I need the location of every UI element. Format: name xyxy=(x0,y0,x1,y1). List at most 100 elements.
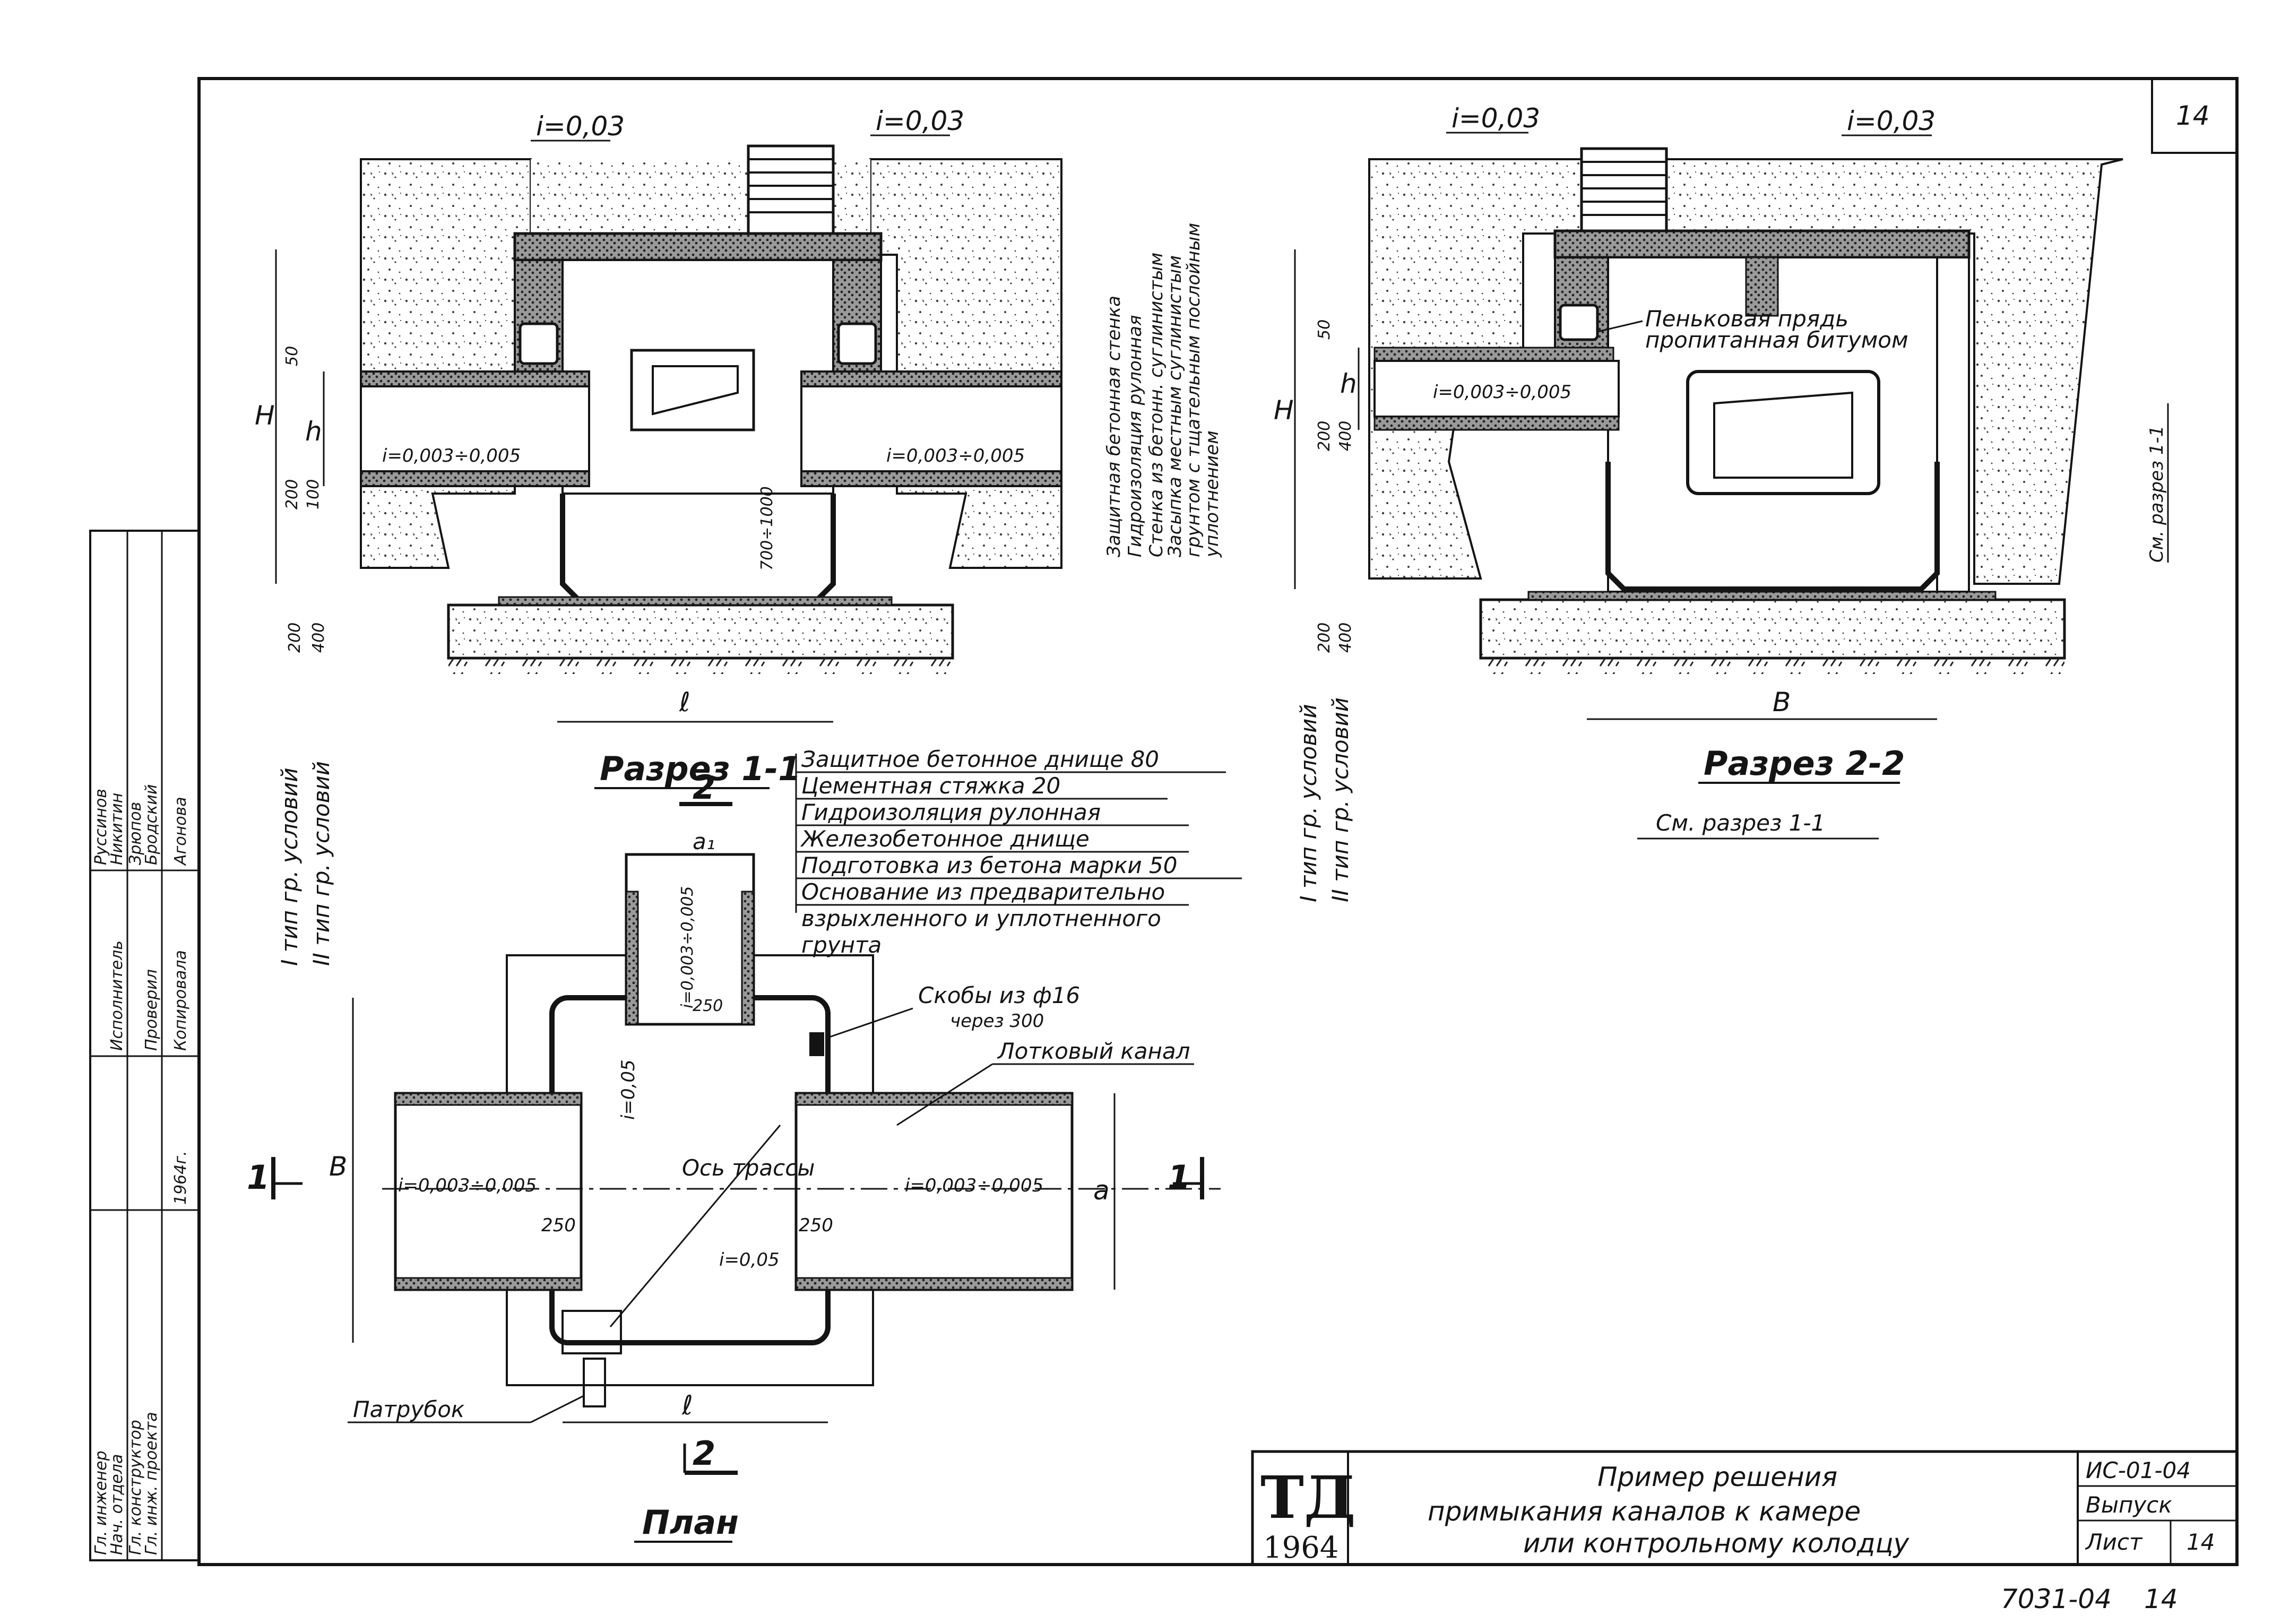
stamp-name-2: Никитин xyxy=(108,793,126,865)
plan-view: 1 1 2 2 B a a₁ ℓ i=0,003÷0,005 i=0,003÷0… xyxy=(247,768,1221,1543)
pipe-left-bottom xyxy=(360,470,590,487)
plan-dim-250-top: 250 xyxy=(693,997,723,1015)
stamp-year: 1964г. xyxy=(171,1151,190,1205)
pipe-slope-left: i=0,003÷0,005 xyxy=(382,445,521,467)
title-block-frame xyxy=(1251,1450,2239,1566)
pipe-slope-right: i=0,003÷0,005 xyxy=(886,445,1025,467)
plan-slope-right: i=0,003÷0,005 xyxy=(905,1175,1043,1196)
ground-label-1: I тип гр. условий xyxy=(277,767,303,966)
plan-brackets-1: Скобы из ф16 xyxy=(918,982,1080,1008)
stamp-name-5: Агонова xyxy=(171,797,190,866)
wall-label-1: Защитная бетонная стенка xyxy=(1103,296,1125,557)
side-stamp-frame xyxy=(89,530,200,1561)
section-1-1: i=0,03 i=0,03 i=0,003÷0,005 i=0,003÷0,00… xyxy=(255,106,1223,966)
s2-dim-200-b: 200 xyxy=(1315,623,1334,653)
plan-branch-pipe xyxy=(583,1358,606,1407)
logo: ТД xyxy=(1260,1463,1356,1532)
plan-branch-top-right-wall xyxy=(741,891,755,1025)
section-2-2: i=0,03 i=0,03 i=0,003÷0,005 Пеньковая пр… xyxy=(1274,103,2169,902)
plan-pipe-right xyxy=(794,1092,1074,1291)
roof-slab xyxy=(513,232,883,262)
s2-dim-50: 50 xyxy=(1315,319,1334,340)
plan-sump xyxy=(561,1310,622,1354)
s2-bracket xyxy=(1559,304,1599,341)
plan-dim-a1-label: a₁ xyxy=(693,828,715,854)
stamp-name-3: Зрюпов xyxy=(126,802,145,865)
s2-pipe-bottom xyxy=(1373,416,1620,431)
bottom-layers-note: Защитное бетонное днище 80 Цементная стя… xyxy=(795,746,1242,958)
s2-dim-H: H xyxy=(1274,395,1294,426)
wall-label-5: грунтом с тщательным послойным xyxy=(1183,223,1204,557)
layer-1: Защитное бетонное днище 80 xyxy=(801,746,1159,772)
sheet-number-box xyxy=(2151,77,2238,154)
tray-channel xyxy=(560,494,836,602)
bottom-number: 7031-04 xyxy=(2001,1584,2112,1614)
soil-strip xyxy=(448,658,953,674)
layer-4: Железобетонное днище xyxy=(800,826,1090,852)
plan-bracket-icon xyxy=(809,1032,824,1056)
plan-dim-250-left: 250 xyxy=(541,1215,576,1236)
layer-7: взрыхленного и уплотненного xyxy=(801,905,1161,931)
plan-slope-bottom: i=0,05 xyxy=(719,1249,780,1271)
stamp-row-7: Копировала xyxy=(171,950,190,1051)
manhole-ribs xyxy=(748,158,833,213)
pipe-left-body xyxy=(360,385,590,472)
plan-slope-top: i=0,003÷0,005 xyxy=(678,886,697,1008)
plan-pipe-right-bottom xyxy=(795,1277,1073,1291)
s2-wall-box-inner xyxy=(1713,391,1853,479)
logo-year: 1964 xyxy=(1263,1531,1339,1565)
cut-1-right: 1 xyxy=(1168,1158,1190,1197)
layer-8: грунта xyxy=(801,932,882,958)
wall-box-diagonal xyxy=(652,365,739,416)
dim-700-1000: 700÷1000 xyxy=(758,486,776,571)
wall-label-2: Гидроизоляция рулонная xyxy=(1125,315,1146,557)
dim-400-b: 400 xyxy=(309,623,328,653)
s2-dim-h: h xyxy=(1340,368,1357,399)
dim-200: 200 xyxy=(283,479,301,509)
cut-2-bottom: 2 xyxy=(693,1434,715,1473)
bracket-right xyxy=(837,322,877,365)
wall-label-6: уплотнением xyxy=(1202,430,1223,558)
s2-slope-left: i=0,03 xyxy=(1451,103,1540,134)
plan-title: План xyxy=(642,1503,739,1542)
dim-200-b: 200 xyxy=(286,623,304,653)
s2-dim-200: 200 xyxy=(1315,421,1334,451)
stamp-row-1: Гл. инженер xyxy=(92,1450,110,1555)
title-line-3: или контрольному колодцу xyxy=(1523,1528,1910,1559)
section-1-1-title: Разрез 1-1 xyxy=(600,749,801,788)
plan-brackets-2: через 300 xyxy=(950,1010,1044,1032)
stamp-row-2: Нач. отдела xyxy=(108,1454,126,1555)
dim-100: 100 xyxy=(304,479,323,509)
s2-see-section-side: См. разрез 1-1 xyxy=(2146,426,2167,563)
plan-dim-a-label: a xyxy=(1093,1175,1110,1206)
cut-1-left: 1 xyxy=(247,1158,270,1197)
stamp-row-6: Проверил xyxy=(142,969,161,1051)
plan-dim-250-right: 250 xyxy=(799,1215,833,1236)
title-block: ТД 1964 Пример решения примыкания канало… xyxy=(1251,1450,2239,1566)
s2-dim-400: 400 xyxy=(1336,421,1355,451)
plan-axis-label: Ось трассы xyxy=(682,1155,815,1181)
plan-branch-pipe-leader xyxy=(530,1395,584,1423)
title-line-2: примыкания каналов к камере xyxy=(1428,1496,1861,1527)
plan-pipe-right-top xyxy=(795,1092,1073,1106)
plan-pipe-left-top xyxy=(394,1092,582,1106)
s2-hemp-2: пропитанная битумом xyxy=(1645,327,1908,353)
s2-tray xyxy=(1605,462,1940,592)
sheet-number: 14 xyxy=(2176,100,2210,131)
side-stamp: Гл. инженер Нач. отдела Гл. конструктор … xyxy=(89,530,200,1561)
stamp-name-4: Бродский xyxy=(142,784,161,865)
s2-pipe-top xyxy=(1373,347,1614,362)
plan-dim-B-label: B xyxy=(329,1151,347,1182)
dim-H: H xyxy=(255,400,275,431)
pipe-right-bottom xyxy=(800,470,1062,487)
wall-label-4: Засыпка местным суглинистым xyxy=(1164,255,1186,557)
base-waterproof xyxy=(498,596,893,606)
s2-roof xyxy=(1553,229,1971,259)
s2-ground-label-1: I тип гр. условий xyxy=(1295,704,1321,902)
s2-dim-400-b: 400 xyxy=(1336,623,1355,653)
stamp-row-4: Гл. инж. проекта xyxy=(142,1412,161,1555)
cut-2-top: 2 xyxy=(693,768,715,807)
s2-manhole-ribs xyxy=(1582,161,1666,216)
wall-labels: Защитная бетонная стенка Гидроизоляция р… xyxy=(1103,223,1223,558)
plan-branch-top xyxy=(625,853,755,1026)
